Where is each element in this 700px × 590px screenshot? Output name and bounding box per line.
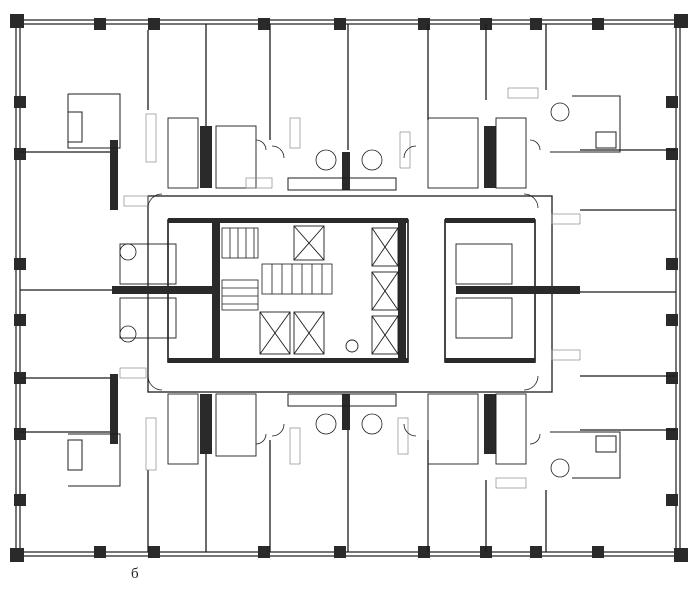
door-swings (147, 139, 541, 445)
stair-core (221, 227, 333, 311)
spine-walls (110, 126, 580, 454)
kitchen-counters (67, 93, 621, 487)
dining-tables (119, 102, 570, 478)
elevator-shafts (259, 225, 399, 355)
bathrooms (119, 117, 527, 465)
closets (119, 87, 581, 489)
perimeter-columns (10, 14, 688, 562)
outer-wall (15, 19, 681, 557)
figure-label: б (131, 566, 139, 582)
building-core (167, 218, 536, 363)
